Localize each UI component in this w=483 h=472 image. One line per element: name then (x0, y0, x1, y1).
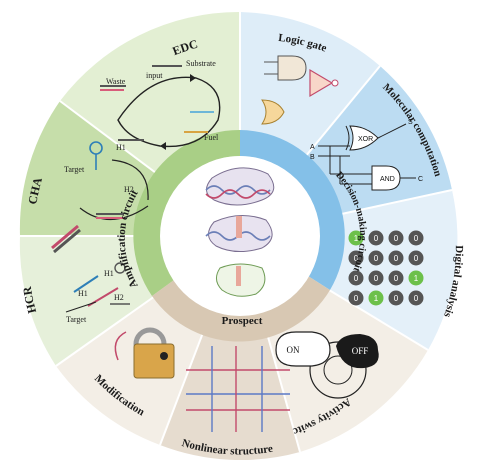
output-s-label: S (408, 119, 413, 126)
prospect-ring (152, 276, 330, 342)
grid-cell-value: 0 (374, 234, 379, 243)
grid-cell-value: 0 (354, 254, 359, 263)
cha-target-label: Target (64, 165, 85, 174)
grid-cell-value: 0 (414, 254, 419, 263)
grid-cell (348, 230, 364, 246)
grid-cell-value: 1 (374, 294, 379, 303)
hcr-target-label: Target (66, 315, 87, 324)
grid-cell (408, 250, 424, 266)
grid-cell-value: 0 (394, 234, 399, 243)
activity-switch-illustration (275, 331, 379, 399)
switch-on-label: ON (287, 345, 300, 355)
grid-cell (388, 290, 404, 306)
grid-cell (388, 250, 404, 266)
digital-analysis-grid: 1 0 0 0 0 0 0 0 0 0 0 1 0 1 0 0 (348, 230, 424, 306)
edc-substrate-label: Substrate (186, 59, 216, 68)
hcr-label: HCR (20, 285, 39, 315)
hcr-h1-label-a: H1 (104, 269, 114, 278)
cha-h1-label: H1 (116, 143, 126, 152)
grid-cell (408, 270, 424, 286)
grid-cell-value: 1 (354, 234, 359, 243)
cha-illustration (51, 141, 149, 254)
grid-cell-value: 0 (394, 274, 399, 283)
grid-cell-value: 0 (374, 274, 379, 283)
cha-label: CHA (25, 176, 45, 206)
grid-cell (348, 250, 364, 266)
grid-cell-value: 1 (414, 274, 419, 283)
center-motif-top (205, 167, 275, 206)
edc-input-label: input (146, 71, 163, 80)
modification-illustration (114, 327, 175, 379)
grid-cell-value: 0 (394, 254, 399, 263)
grid-cell-value: 0 (394, 294, 399, 303)
edc-waste-label: Waste (106, 77, 126, 86)
grid-cell-value: 0 (374, 254, 379, 263)
hcr-illustration (65, 262, 130, 313)
input-b-label: B (310, 154, 315, 161)
grid-cell-value: 0 (414, 294, 419, 303)
edc-fuel-label: Fuel (204, 133, 219, 142)
grid-cell (348, 290, 364, 306)
grid-cell-value: 0 (414, 234, 419, 243)
grid-cell-value: 0 (354, 294, 359, 303)
prospect-label: Prospect (222, 315, 263, 327)
center-motif-middle (205, 215, 273, 252)
output-c-label: C (418, 176, 423, 183)
switch-off-label: OFF (352, 346, 369, 356)
grid-cell (368, 250, 384, 266)
grid-cell (408, 290, 424, 306)
grid-cell-value: 0 (354, 274, 359, 283)
hcr-h2-label: H2 (114, 293, 124, 302)
edc-illustration (100, 65, 221, 150)
grid-cell (368, 290, 384, 306)
grid-cell (348, 270, 364, 286)
grid-cell (368, 270, 384, 286)
grid-cell (388, 230, 404, 246)
input-a-label: A (310, 144, 315, 151)
grid-cell (368, 230, 384, 246)
center-motif-bottom (216, 263, 266, 297)
amplification-ring (133, 129, 240, 296)
xor-gate-label: XOR (358, 136, 373, 143)
hcr-h1-label-b: H1 (78, 289, 88, 298)
grid-cell (408, 230, 424, 246)
and-gate-label: AND (380, 176, 395, 183)
nonlinear-illustration (186, 346, 290, 432)
nonlinear-segment (160, 236, 300, 461)
cha-h2-label: H2 (124, 185, 134, 194)
grid-cell (388, 270, 404, 286)
molecular-computation-illustration (318, 123, 416, 191)
logic-gate-illustration (261, 55, 339, 125)
